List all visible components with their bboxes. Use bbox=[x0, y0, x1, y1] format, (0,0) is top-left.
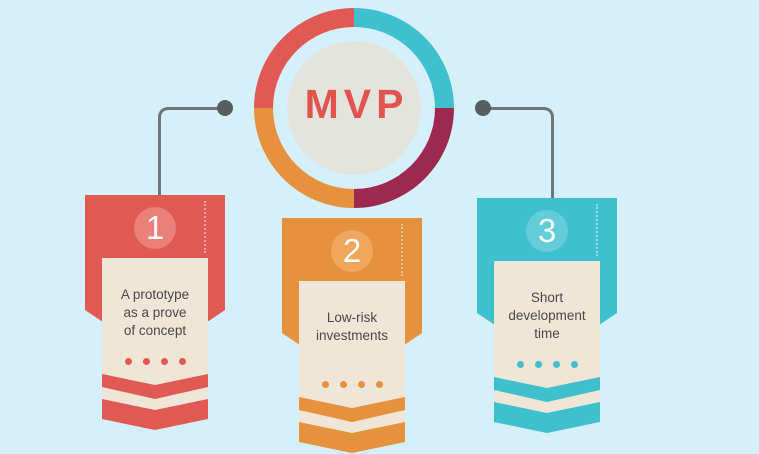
mvp-label: MVP bbox=[304, 80, 409, 127]
connector-dot-left bbox=[217, 100, 233, 116]
decor-dots bbox=[299, 381, 405, 388]
dot bbox=[375, 381, 383, 388]
dot bbox=[124, 358, 132, 365]
dot bbox=[178, 358, 186, 365]
stitch-line bbox=[401, 224, 403, 276]
mvp-circle: MVP bbox=[287, 41, 421, 175]
stitch-line bbox=[596, 204, 598, 256]
dot bbox=[142, 358, 150, 365]
step-text-line: development bbox=[508, 308, 586, 323]
step-text: Low-risk investments bbox=[299, 281, 405, 345]
step-number: 2 bbox=[342, 232, 362, 269]
step-number: 3 bbox=[537, 212, 557, 249]
decor-dots bbox=[494, 361, 600, 368]
dot bbox=[552, 361, 560, 368]
step-text: Short development time bbox=[494, 261, 600, 343]
step-text-line: A prototype bbox=[120, 287, 190, 302]
step-text-line: as a prove bbox=[123, 305, 187, 320]
dot bbox=[160, 358, 168, 365]
step-number-badge: 2 bbox=[331, 230, 373, 272]
step-banner-1: A prototype as a prove of concept 1 bbox=[85, 195, 225, 431]
connector-dot-right bbox=[475, 100, 491, 116]
step-number-badge: 3 bbox=[526, 210, 568, 252]
step-text-line: Low-risk bbox=[326, 310, 378, 325]
dot bbox=[570, 361, 578, 368]
step-banner-2: Low-risk investments 2 bbox=[282, 218, 422, 454]
dot bbox=[321, 381, 329, 388]
step-text-line: time bbox=[534, 326, 560, 341]
step-banner-3: Short development time 3 bbox=[477, 198, 617, 434]
dot bbox=[516, 361, 524, 368]
dot bbox=[534, 361, 542, 368]
dot bbox=[339, 381, 347, 388]
stitch-line bbox=[204, 201, 206, 253]
step-text-line: of concept bbox=[123, 323, 187, 338]
decor-dots bbox=[102, 358, 208, 365]
step-number-badge: 1 bbox=[134, 207, 176, 249]
step-number: 1 bbox=[145, 209, 165, 246]
step-text-line: investments bbox=[315, 328, 389, 343]
dot bbox=[357, 381, 365, 388]
step-text: A prototype as a prove of concept bbox=[102, 258, 208, 340]
connector-line-left bbox=[158, 107, 228, 198]
step-text-line: Short bbox=[530, 290, 564, 305]
connector-line-right bbox=[483, 107, 554, 201]
